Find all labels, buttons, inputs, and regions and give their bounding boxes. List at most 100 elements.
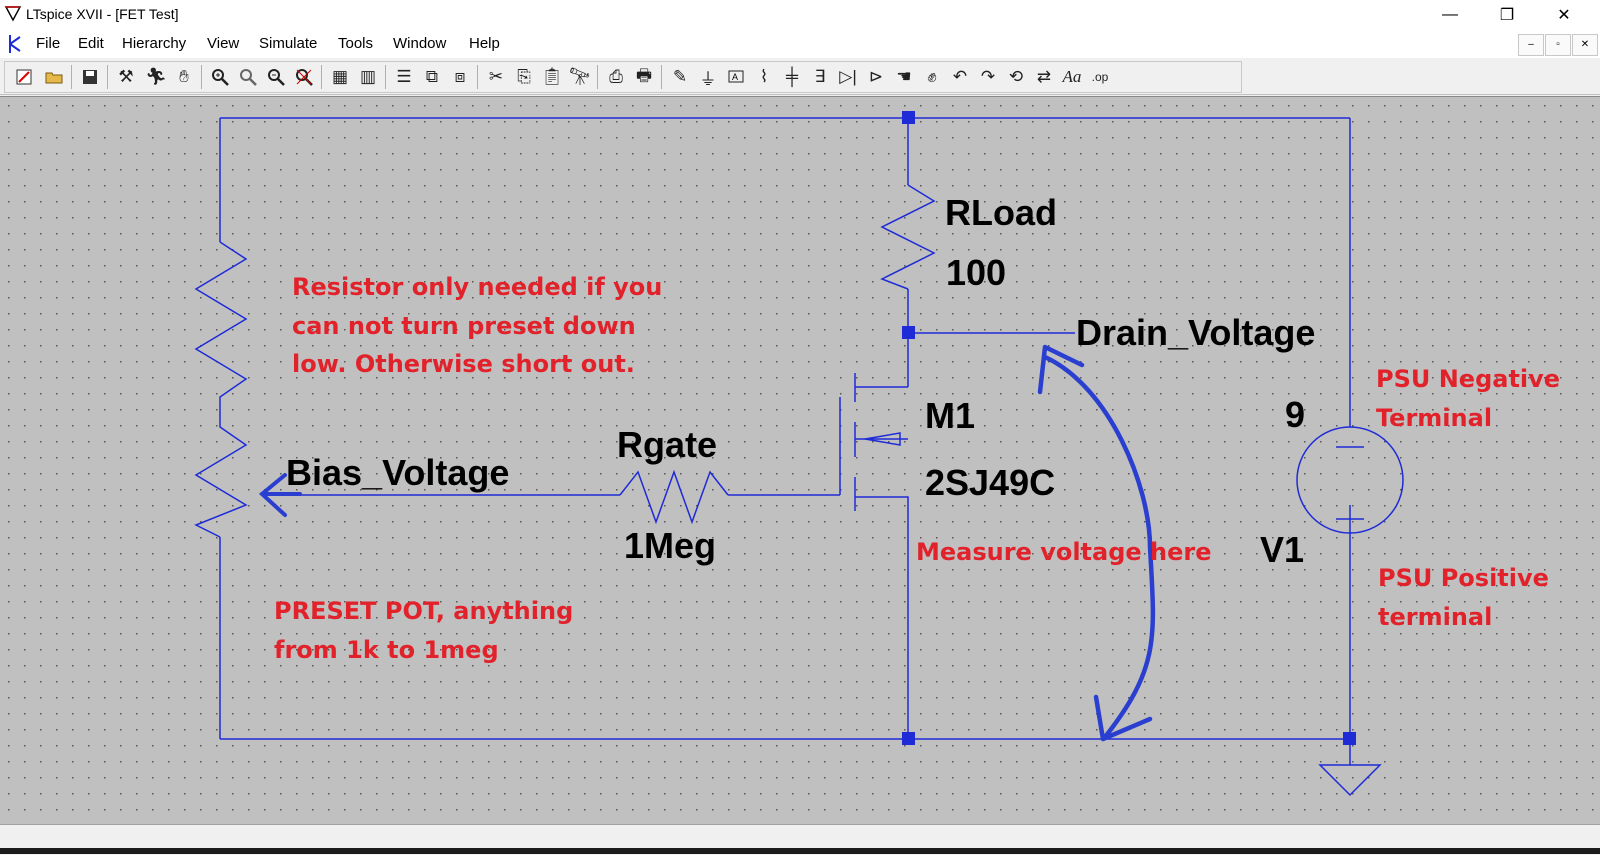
redo-icon[interactable]: ↷ [980, 67, 996, 86]
title-bar: LTspice XVII - [FET Test] — ❐ ✕ [0, 0, 1600, 30]
minimize-button[interactable]: — [1442, 6, 1458, 23]
control-panel-icon[interactable]: ⚒ [118, 67, 134, 86]
wiper-arrow [258, 473, 302, 517]
tile-horizontal-icon[interactable]: ☰ [396, 67, 412, 86]
window-title: LTspice XVII - [FET Test] [26, 6, 179, 22]
tile-vertical-icon[interactable]: ⧈ [454, 67, 466, 86]
junction-nodes [902, 111, 1356, 745]
spice-op-label: .op [1091, 70, 1109, 84]
draw-wire-icon[interactable]: ✎ [672, 67, 688, 86]
waveform-icon[interactable]: ▥ [359, 67, 377, 86]
psu-positive-line-2: terminal [1378, 603, 1492, 631]
move-icon[interactable]: ☚ [896, 67, 912, 86]
psu-negative-line-1: PSU Negative [1376, 365, 1560, 393]
schematic-canvas[interactable]: RLoad 100 Drain_Voltage M1 2SJ49C Rgate … [0, 96, 1600, 824]
open-icon[interactable] [41, 64, 67, 90]
capacitor-icon[interactable]: ╪ [785, 67, 799, 86]
menu-window[interactable]: Window [393, 35, 447, 52]
text-aa-label: Aa [1062, 67, 1082, 86]
rgate-name-label[interactable]: Rgate [617, 424, 717, 465]
voltage-source-v1-symbol[interactable] [1296, 426, 1404, 534]
node-bottom [902, 732, 915, 745]
autoscale-icon[interactable]: ▦ [331, 67, 349, 86]
rotate-icon[interactable]: ⟲ [1008, 67, 1024, 86]
text-icon[interactable]: Aa [1059, 64, 1085, 90]
toolbar-strip: ⚒ 🏃︎ ✋︎ ▦ ▥ ☰ ⧉ ⧈ ✂ ⎘ 📋︎ 🔭︎ ⎙ 🖶︎ ✎ ⏚ A ⌇… [4, 61, 1242, 93]
m1-value-label[interactable]: 2SJ49C [925, 462, 1055, 503]
psu-negative-line-2: Terminal [1376, 404, 1492, 432]
copy-icon[interactable]: ⎘ [517, 67, 531, 86]
v1-name-label[interactable]: V1 [1260, 529, 1304, 570]
measure-arrow [1037, 344, 1156, 742]
potentiometer-symbol[interactable] [194, 241, 248, 538]
run-icon[interactable]: 🏃︎ [145, 67, 167, 86]
resistor-note-line-2: can not turn preset down [292, 312, 636, 340]
component-icon[interactable]: ⊳ [868, 67, 884, 86]
mirror-icon[interactable]: ⇄ [1036, 67, 1052, 86]
mdi-restore-button[interactable]: ▫ [1545, 34, 1571, 56]
menu-tools[interactable]: Tools [338, 35, 374, 52]
ground-symbol [1318, 764, 1382, 797]
rload-resistor-symbol[interactable] [880, 184, 936, 290]
inductor-icon[interactable]: ∃ [814, 67, 826, 86]
zoom-fit-icon[interactable] [291, 64, 317, 90]
toolbar-separator [107, 65, 108, 89]
menu-hierarchy[interactable]: Hierarchy [122, 35, 187, 52]
save-icon[interactable] [77, 64, 103, 90]
pot-note-line-1: PRESET POT, anything [274, 597, 573, 625]
ground-icon[interactable]: ⏚ [699, 69, 717, 89]
menu-edit[interactable]: Edit [78, 35, 104, 52]
toolbar: ⚒ 🏃︎ ✋︎ ▦ ▥ ☰ ⧉ ⧈ ✂ ⎘ 📋︎ 🔭︎ ⎙ 🖶︎ ✎ ⏚ A ⌇… [0, 58, 1600, 95]
rgate-resistor-symbol[interactable] [619, 469, 729, 525]
drain-net-label[interactable]: Drain_Voltage [1076, 312, 1315, 353]
paste-icon[interactable]: 📋︎ [541, 67, 563, 86]
m1-name-label[interactable]: M1 [925, 395, 975, 436]
print-preview-icon[interactable]: ⎙ [609, 67, 623, 86]
menu-view[interactable]: View [207, 35, 240, 52]
undo-icon[interactable]: ↶ [952, 67, 968, 86]
menu-bar: File Edit Hierarchy View Simulate Tools … [0, 30, 1600, 58]
rgate-value-label[interactable]: 1Meg [624, 525, 716, 566]
menu-simulate[interactable]: Simulate [259, 35, 318, 52]
mdi-minimize-button[interactable]: – [1518, 34, 1544, 56]
bias-net-label[interactable]: Bias_Voltage [286, 452, 509, 493]
mdi-close-button[interactable]: ✕ [1572, 34, 1598, 56]
pot-note-line-2: from 1k to 1meg [274, 636, 499, 664]
diode-icon[interactable]: ▷| [839, 67, 857, 86]
ltspice-app-icon [4, 6, 22, 22]
zoom-area-icon[interactable] [235, 64, 261, 90]
toolbar-separator [201, 65, 202, 89]
resistor-note-line-1: Resistor only needed if you [292, 273, 662, 301]
toolbar-separator [321, 65, 322, 89]
v1-value-label[interactable]: 9 [1285, 394, 1305, 435]
toolbar-separator [71, 65, 72, 89]
toolbar-separator [597, 65, 598, 89]
close-button[interactable]: ✕ [1557, 7, 1571, 24]
schematic-doc-icon[interactable] [4, 33, 26, 55]
node-drain [902, 326, 915, 339]
cascade-icon[interactable]: ⧉ [425, 67, 439, 86]
toolbar-separator [385, 65, 386, 89]
restore-button[interactable]: ❐ [1499, 7, 1515, 24]
cut-icon[interactable]: ✂ [488, 67, 504, 86]
spice-directive-icon[interactable]: .op [1087, 64, 1113, 90]
find-icon[interactable]: 🔭︎ [569, 67, 591, 86]
menu-help[interactable]: Help [469, 35, 500, 52]
resistor-icon[interactable]: ⌇ [759, 67, 769, 86]
rload-value-label[interactable]: 100 [946, 252, 1006, 293]
new-schematic-icon[interactable] [11, 64, 37, 90]
zoom-out-icon[interactable] [263, 64, 289, 90]
svg-text:A: A [732, 72, 738, 82]
canvas-grid [0, 97, 1600, 824]
print-icon[interactable]: 🖶︎ [635, 65, 653, 85]
menu-file[interactable]: File [36, 35, 61, 52]
pan-icon[interactable]: ✋︎ [179, 67, 189, 86]
measure-note: Measure voltage here [916, 538, 1212, 566]
rload-name-label[interactable]: RLoad [945, 192, 1057, 233]
drag-icon[interactable]: ✊︎ [927, 67, 937, 86]
label-net-icon[interactable]: A [723, 64, 749, 90]
toolbar-separator [661, 65, 662, 89]
zoom-in-icon[interactable] [207, 64, 233, 90]
wires [219, 117, 1351, 765]
mosfet-m1-symbol[interactable] [839, 373, 908, 511]
